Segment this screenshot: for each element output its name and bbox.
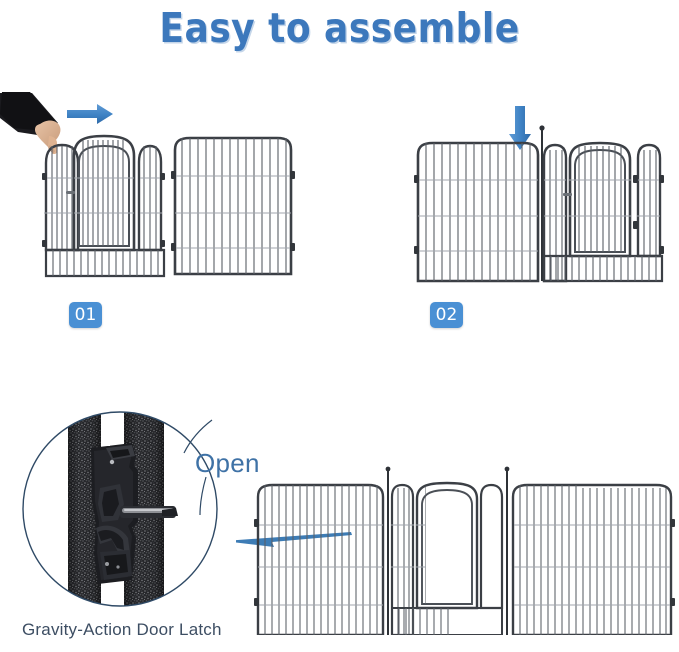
step-02-illustration — [392, 88, 679, 288]
page-title: Easy to assemble — [159, 4, 520, 52]
magnifier-ring — [22, 411, 218, 607]
hand-illustration — [0, 92, 61, 155]
latch-bar — [120, 506, 178, 518]
fence-gate — [415, 481, 479, 610]
fence-panel-left — [414, 141, 540, 283]
latch-closeup-image — [23, 412, 217, 606]
gate-assembly — [42, 134, 166, 278]
latch-caption: Gravity-Action Door Latch — [22, 620, 222, 639]
step-02-arrow — [509, 106, 531, 150]
step-badge-01: 01 — [69, 302, 102, 328]
connector-rod — [539, 125, 545, 281]
latch-magnifier-detail — [12, 404, 237, 622]
gravity-latch-mechanism — [91, 443, 138, 584]
fence-panel-2 — [511, 483, 675, 635]
gate-skirt — [391, 607, 503, 635]
step-01-arrow — [67, 104, 113, 124]
open-leader-lines — [183, 419, 213, 516]
fence-panel-narrow-2 — [479, 483, 504, 610]
step-badge-02: 02 — [430, 302, 463, 328]
fence-panel — [171, 136, 295, 276]
connector-rod-2 — [504, 466, 510, 635]
open-label: Open — [195, 448, 260, 478]
step-01-illustration — [0, 88, 330, 288]
assembled-fence-illustration — [236, 455, 679, 635]
fence-panel-1 — [254, 483, 385, 635]
connector-rod-1 — [385, 466, 391, 635]
fence-panel-narrow-1 — [390, 483, 415, 635]
gate-assembly-right — [542, 141, 664, 283]
